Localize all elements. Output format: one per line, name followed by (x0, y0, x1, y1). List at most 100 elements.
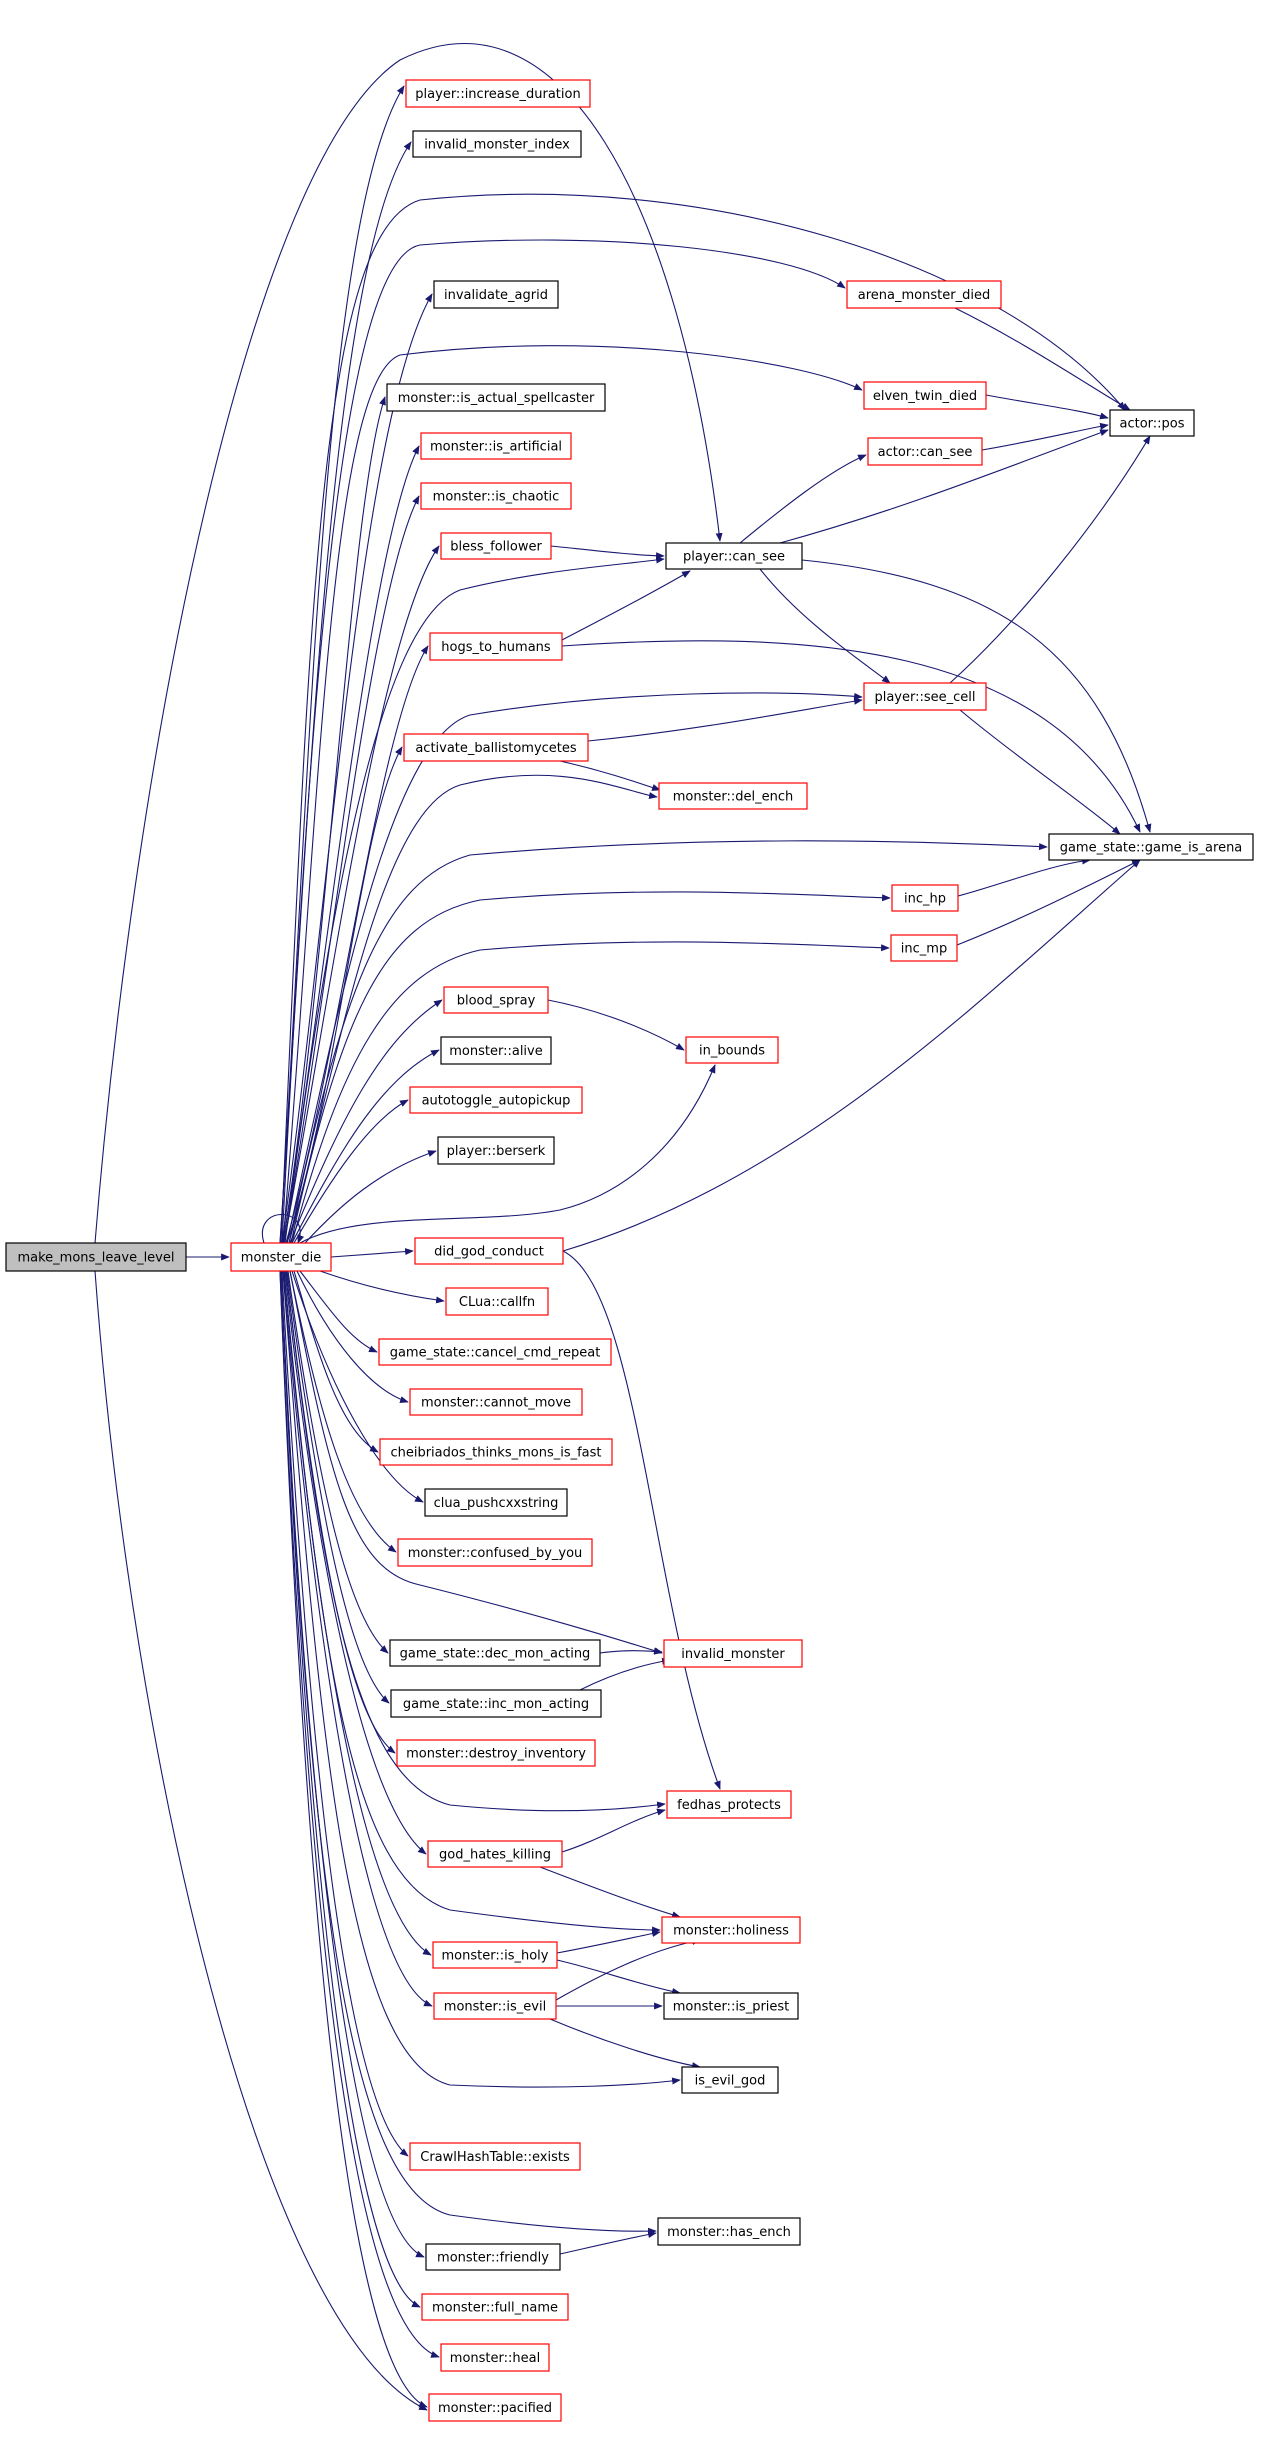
edge-die-to-inc-mp (291, 941, 890, 1244)
edge-die-to-arena-monster-died (281, 239, 846, 1244)
node-callfn[interactable]: CLua::callfn (445, 1287, 549, 1316)
node-blood-spray[interactable]: blood_spray (443, 986, 549, 1014)
node-box (420, 482, 572, 510)
node-label: game_state::game_is_arena (1060, 841, 1243, 856)
node-label: monster::is_holy (442, 1949, 549, 1964)
node-box (429, 632, 563, 661)
node-player-can-see[interactable]: player::can_see (665, 542, 803, 570)
node-make-mons-leave-level[interactable]: make_mons_leave_level (5, 1242, 187, 1272)
node-actor-pos[interactable]: actor::pos (1109, 409, 1195, 437)
edge-hogs-to-player-can-see (561, 570, 691, 641)
node-label: CLua::callfn (459, 1295, 535, 1310)
edge-ghk-to-holiness (539, 1866, 681, 1919)
node-label: monster_die (241, 1251, 321, 1266)
edge-hogs-to-game-is-arena (561, 640, 1141, 833)
node-game-is-arena[interactable]: game_state::game_is_arena (1048, 833, 1254, 861)
edge-dec-to-invalid-monster (599, 1647, 663, 1655)
node-dec-mon-acting[interactable]: game_state::dec_mon_acting (389, 1639, 601, 1667)
node-label: monster::pacified (438, 2401, 552, 2416)
edge-die-to-is-evil-god (282, 1270, 681, 2088)
edge-die-to-clua-pushcxxstring (291, 1270, 424, 1503)
node-cannot-move[interactable]: monster::cannot_move (409, 1388, 583, 1416)
node-actor-can-see[interactable]: actor::can_see (867, 437, 983, 466)
node-box (443, 986, 549, 1014)
node-del-ench[interactable]: monster::del_ench (658, 782, 808, 810)
node-friendly[interactable]: monster::friendly (425, 2243, 561, 2271)
node-clua-pushcxxstring[interactable]: clua_pushcxxstring (424, 1488, 568, 1517)
node-exists[interactable]: CrawlHashTable::exists (409, 2142, 581, 2171)
node-box (405, 79, 591, 108)
node-increase-duration[interactable]: player::increase_duration (405, 79, 591, 108)
node-holiness[interactable]: monster::holiness (661, 1916, 801, 1944)
node-invalidate-agrid[interactable]: invalidate_agrid (433, 280, 559, 309)
node-is-holy[interactable]: monster::is_holy (432, 1941, 558, 1969)
node-full-name[interactable]: monster::full_name (421, 2293, 569, 2321)
node-god-hates-killing[interactable]: god_hates_killing (427, 1840, 563, 1868)
edge-die-to-cheibriados (293, 1270, 379, 1453)
node-in-bounds[interactable]: in_bounds (685, 1036, 779, 1064)
edge-die-to-fedhas-protects (285, 1270, 666, 1812)
edge-die-to-player-can-see (284, 556, 665, 1244)
edge-player-can-see-to-see-cell (759, 568, 891, 684)
edge-see-cell-to-actor-pos (949, 435, 1151, 684)
edge-die-to-cancel-cmd-repeat (299, 1270, 378, 1353)
node-berserk[interactable]: player::berserk (437, 1136, 555, 1165)
edge-friendly-to-has-ench (559, 2231, 657, 2255)
node-activate-ballistomycetes[interactable]: activate_ballistomycetes (403, 733, 589, 762)
node-hogs-to-humans[interactable]: hogs_to_humans (429, 632, 563, 661)
node-is-evil[interactable]: monster::is_evil (433, 1992, 557, 2020)
node-bless-follower[interactable]: bless_follower (440, 532, 552, 560)
node-is-artificial[interactable]: monster::is_artificial (420, 432, 572, 460)
node-inc-mp[interactable]: inc_mp (890, 934, 958, 962)
node-autotoggle-autopickup[interactable]: autotoggle_autopickup (409, 1086, 583, 1114)
node-cancel-cmd-repeat[interactable]: game_state::cancel_cmd_repeat (378, 1338, 612, 1366)
node-label: game_state::dec_mon_acting (400, 1647, 591, 1662)
edge-die-to-in-bounds (299, 1064, 716, 1244)
node-box (396, 1739, 596, 1767)
node-is-chaotic[interactable]: monster::is_chaotic (420, 482, 572, 510)
node-label: monster::is_priest (673, 2000, 790, 2015)
node-is-priest[interactable]: monster::is_priest (663, 1992, 799, 2020)
node-invalid-monster-index[interactable]: invalid_monster_index (412, 130, 582, 158)
edge-die-to-inc-mon-acting (286, 1270, 390, 1704)
node-cheibriados[interactable]: cheibriados_thinks_mons_is_fast (379, 1438, 613, 1466)
node-confused-by-you[interactable]: monster::confused_by_you (397, 1538, 593, 1567)
node-box (440, 1036, 552, 1065)
edge-die-to-is-evil (282, 1270, 433, 2007)
node-elven-twin-died[interactable]: elven_twin_died (863, 381, 987, 410)
node-box (397, 1538, 593, 1567)
node-box (389, 1639, 601, 1667)
node-label: monster::is_chaotic (433, 490, 560, 505)
node-label: in_bounds (699, 1044, 765, 1059)
edge-die-to-invalid-monster-index (279, 141, 412, 1244)
node-fedhas-protects[interactable]: fedhas_protects (666, 1790, 792, 1819)
edge-activate-to-see-cell (587, 697, 863, 742)
edge-is-evil-to-holiness (555, 1938, 701, 2001)
node-pacified[interactable]: monster::pacified (428, 2393, 562, 2422)
edge-die-to-see-cell (286, 692, 863, 1244)
node-inc-mon-acting[interactable]: game_state::inc_mon_acting (390, 1689, 602, 1718)
node-box (681, 2066, 779, 2094)
node-label: game_state::inc_mon_acting (403, 1697, 589, 1712)
edge-arena-to-actor-pos (954, 307, 1131, 411)
node-has-ench[interactable]: monster::has_ench (657, 2217, 801, 2246)
node-invalid-monster[interactable]: invalid_monster (663, 1639, 803, 1668)
node-arena-monster-died[interactable]: arena_monster_died (846, 280, 1002, 309)
node-heal[interactable]: monster::heal (440, 2343, 550, 2372)
node-label: invalidate_agrid (444, 288, 548, 303)
node-alive[interactable]: monster::alive (440, 1036, 552, 1065)
node-inc-hp[interactable]: inc_hp (891, 884, 959, 912)
node-monster-die[interactable]: monster_die (230, 1242, 332, 1272)
node-is-actual-spellcaster[interactable]: monster::is_actual_spellcaster (386, 383, 606, 412)
node-box (440, 2343, 550, 2372)
node-is-evil-god[interactable]: is_evil_god (681, 2066, 779, 2094)
node-box (420, 432, 572, 460)
node-label: monster::friendly (437, 2251, 549, 2266)
node-see-cell[interactable]: player::see_cell (863, 682, 987, 711)
node-destroy-inventory[interactable]: monster::destroy_inventory (396, 1739, 596, 1767)
node-label: actor::can_see (878, 445, 973, 460)
node-label: activate_ballistomycetes (415, 741, 577, 756)
node-did-god-conduct[interactable]: did_god_conduct (414, 1237, 564, 1265)
edge-die-to-pacified (279, 1270, 428, 2408)
